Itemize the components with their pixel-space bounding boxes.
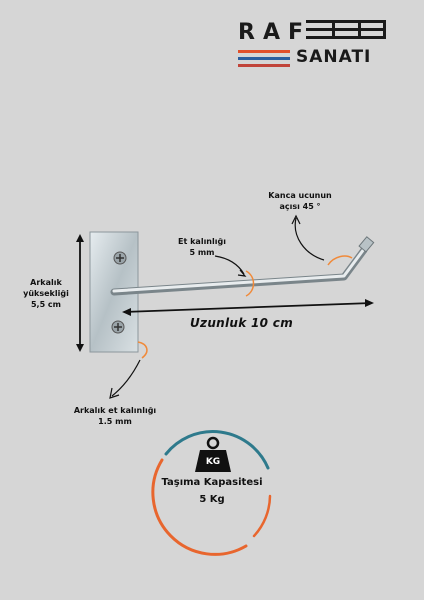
back-height-label-line2: yüksekliği <box>23 289 69 298</box>
back-thickness-label-line1: Arkalık et kalınlığı <box>73 406 157 415</box>
logo-text-bottom: SANATI <box>296 47 372 67</box>
back-height-label-line1: Arkalık <box>30 278 62 287</box>
length-label: Uzunluk 10 cm <box>190 316 294 330</box>
thickness-label: Et kalınlığı 5 mm <box>172 236 232 258</box>
hook-angle-label: Kanca ucunun açısı 45 ° <box>260 190 340 212</box>
logo-text-top: RAF <box>238 20 311 45</box>
hook-angle-label-line1: Kanca ucunun <box>268 191 332 200</box>
weight-icon-label: KG <box>205 457 221 467</box>
logo-stripes-icon <box>306 20 386 39</box>
thickness-label-line1: Et kalınlığı <box>178 237 226 246</box>
back-thickness-label-line2: 1.5 mm <box>98 417 132 426</box>
weight-icon <box>195 436 231 472</box>
logo-color-bars-icon <box>238 50 290 67</box>
thickness-label-line2: 5 mm <box>189 248 215 257</box>
back-thickness-label: Arkalık et kalınlığı 1.5 mm <box>60 405 170 427</box>
back-height-label: Arkalık yüksekliği 5,5 cm <box>18 277 74 310</box>
capacity-title: Taşıma Kapasitesi <box>161 477 263 488</box>
hook-angle-label-line2: açısı 45 ° <box>279 202 321 211</box>
capacity-value: 5 Kg <box>199 494 225 505</box>
back-height-label-line3: 5,5 cm <box>30 300 62 309</box>
capacity-ring-icon <box>151 430 272 556</box>
